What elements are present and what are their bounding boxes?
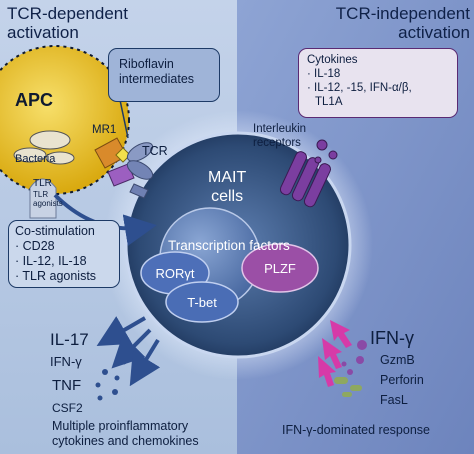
interleukin-line-2: receptors — [253, 137, 301, 149]
interleukin-receptors-label: Interleukin receptors — [253, 122, 306, 150]
interleukin-line-1: Interleukin — [253, 123, 307, 135]
left-caption: Multiple proinflammatory cytokines and c… — [52, 419, 199, 449]
tlr-agonists-line-2: agonists — [33, 199, 63, 208]
tbet-oval — [165, 281, 239, 323]
plzf-oval — [241, 243, 319, 293]
cytokines-title: Cytokines — [307, 54, 358, 66]
tlr-label: TLR — [33, 178, 52, 189]
tlr-agonists-label: TLR agonists — [33, 190, 63, 208]
riboflavin-box: Riboflavin intermediates — [108, 48, 220, 102]
costim-line-3: · TLR agonists — [15, 269, 97, 283]
left-caption-line-1: Multiple proinflammatory — [52, 419, 189, 433]
left-output-dots — [95, 359, 127, 401]
mait-label: MAIT cells — [208, 168, 246, 206]
costim-title: Co-stimulation — [15, 224, 95, 238]
bacteria-icon — [13, 130, 75, 165]
cytokines-line-2: · IL-12, -15, IFN-α/β, — [307, 82, 412, 94]
left-output-arrows — [96, 316, 161, 387]
tbet-label: T-bet — [187, 294, 217, 310]
cytokines-line-3: TL1A — [315, 96, 343, 108]
left-title-line-1: TCR-dependent — [7, 4, 128, 23]
fasl-label: FasL — [380, 393, 408, 407]
tlr-agonists-line-1: TLR — [33, 190, 49, 199]
right-title-line-1: TCR-independent — [335, 4, 470, 23]
rorgt-label: RORγt — [155, 265, 195, 281]
riboflavin-line-1: Riboflavin — [119, 57, 174, 71]
right-title-line-2: activation — [398, 23, 470, 42]
apc-label: APC — [15, 90, 54, 110]
mr1-label: MR1 — [92, 124, 117, 136]
cytokines-box: Cytokines · IL-18 · IL-12, -15, IFN-α/β,… — [298, 48, 458, 118]
mait-line-2: cells — [211, 188, 244, 205]
right-caption: IFN-γ-dominated response — [282, 423, 430, 437]
right-output-granules — [334, 340, 367, 397]
tnf-label: TNF — [52, 377, 82, 394]
costim-line-1: · CD28 — [15, 239, 55, 253]
mait-line-1: MAIT — [208, 169, 247, 186]
ifng-right-label: IFN-γ — [370, 328, 414, 348]
csf2-label: CSF2 — [52, 401, 83, 415]
right-title: TCR-independent activation — [336, 4, 470, 42]
interleukin-receptor-icon — [279, 139, 338, 208]
left-caption-line-2: cytokines and chemokines — [52, 434, 199, 448]
costimulation-box: Co-stimulation · CD28 · IL-12, IL-18 · T… — [8, 220, 120, 288]
costim-line-2: · IL-12, IL-18 — [15, 254, 87, 268]
ifng-left-label: IFN-γ — [50, 354, 82, 369]
tlr-receptor-icon — [29, 178, 57, 219]
gzmb-label: GzmB — [380, 353, 415, 367]
riboflavin-line-2: intermediates — [119, 72, 195, 86]
riboflavin-pointer — [119, 99, 129, 139]
bacteria-label: Bacteria — [15, 153, 56, 165]
cytokines-line-1: · IL-18 — [307, 68, 341, 80]
il17-label: IL-17 — [50, 330, 89, 349]
tcr-label: TCR — [142, 144, 168, 158]
plzf-label: PLZF — [264, 260, 296, 276]
perforin-label: Perforin — [380, 373, 424, 387]
tcr-receptor — [126, 142, 154, 199]
right-output-arrows — [318, 320, 352, 387]
left-title-line-2: activation — [7, 23, 79, 42]
transcription-factors-label: Transcription factors — [168, 238, 290, 253]
left-title: TCR-dependent activation — [7, 4, 128, 42]
